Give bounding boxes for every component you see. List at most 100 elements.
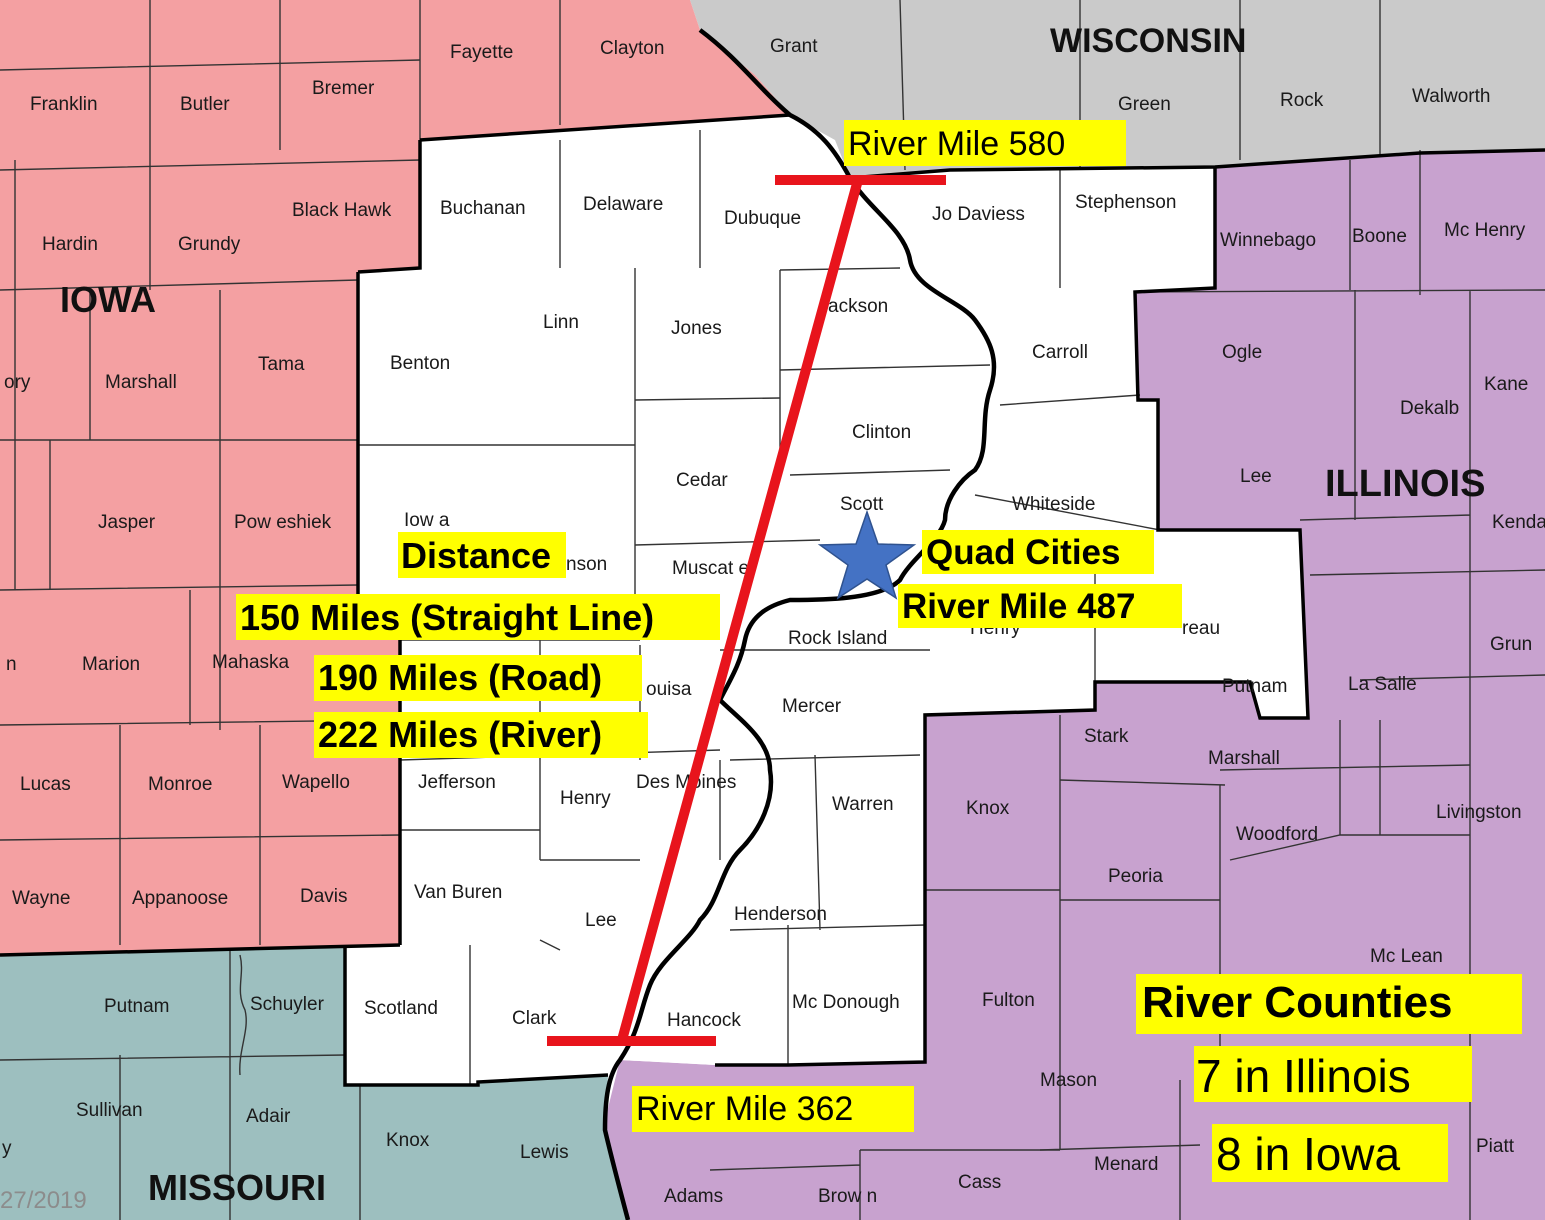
county-label: nson <box>566 554 607 575</box>
county-label: Hardin <box>42 234 98 255</box>
iowa-region <box>0 0 790 955</box>
county-label: Mercer <box>782 696 842 717</box>
callout-river-mile-487: River Mile 487 <box>902 587 1135 626</box>
callouts: River Mile 580 River Mile 362 Quad Citie… <box>236 120 1522 1182</box>
county-label: Whiteside <box>1012 494 1095 515</box>
county-label: Peoria <box>1108 866 1163 887</box>
county-label: Benton <box>390 353 450 374</box>
callout-river: 222 Miles (River) <box>318 714 602 755</box>
county-label: Henry <box>560 788 611 809</box>
footer-date: 27/2019 <box>0 1187 87 1214</box>
county-label: Van Buren <box>414 882 502 903</box>
county-label: Marshall <box>1208 748 1280 769</box>
county-label: Warren <box>832 794 894 815</box>
county-label: Lewis <box>520 1142 569 1163</box>
county-label: Lucas <box>20 774 71 795</box>
distance-measure <box>547 175 946 1046</box>
county-label: Jones <box>671 318 722 339</box>
county-label: ory <box>4 372 31 393</box>
county-label: Black Hawk <box>292 200 392 221</box>
county-label: Hancock <box>667 1010 741 1031</box>
county-label: Grun <box>1490 634 1532 655</box>
county-label: Stark <box>1084 726 1129 747</box>
county-label: Mc Lean <box>1370 946 1443 967</box>
county-label: Clinton <box>852 422 911 443</box>
county-label: Menard <box>1094 1154 1158 1175</box>
county-label: Wapello <box>282 772 350 793</box>
county-label: Mc Henry <box>1444 220 1526 241</box>
county-label: Kane <box>1484 374 1528 395</box>
county-label: Delaware <box>583 194 663 215</box>
county-label: Dekalb <box>1400 398 1459 419</box>
callout-distance-title: Distance <box>401 535 551 576</box>
star-icon <box>817 509 917 600</box>
county-label: Appanoose <box>132 888 228 909</box>
county-label: Knox <box>966 798 1010 819</box>
state-label-iowa: IOWA <box>60 279 156 320</box>
county-label: Boone <box>1352 226 1407 247</box>
county-label: ackson <box>828 296 888 317</box>
county-label: Green <box>1118 94 1171 115</box>
county-label: Henderson <box>734 904 827 925</box>
county-label: Lee <box>1240 466 1272 487</box>
county-label: Lee <box>585 910 617 931</box>
county-label: Brow n <box>818 1186 877 1207</box>
county-label: Winnebago <box>1220 230 1316 251</box>
state-label-missouri: MISSOURI <box>148 1167 326 1208</box>
county-label: Jefferson <box>418 772 496 793</box>
county-label: Muscat e <box>672 558 749 579</box>
county-label: n <box>6 654 17 675</box>
callout-river-mile-362: River Mile 362 <box>636 1090 853 1128</box>
callout-river-counties-title: River Counties <box>1142 978 1453 1027</box>
county-label: Putnam <box>1222 676 1287 697</box>
county-label: Mason <box>1040 1070 1097 1091</box>
callout-road: 190 Miles (Road) <box>318 657 602 698</box>
county-label: Piatt <box>1476 1136 1515 1157</box>
callout-iowa-count: 8 in Iowa <box>1216 1128 1401 1180</box>
county-label: Franklin <box>30 94 98 115</box>
state-label-wisconsin: WISCONSIN <box>1050 22 1246 60</box>
county-label: Rock Island <box>788 628 887 649</box>
county-labels: Fayette Clayton Grant Green Rock Walwort… <box>2 36 1545 1207</box>
county-label: Davis <box>300 886 348 907</box>
county-label: Butler <box>180 94 230 115</box>
county-label: Woodford <box>1236 824 1318 845</box>
county-label: Putnam <box>104 996 169 1017</box>
county-label: Adams <box>664 1186 723 1207</box>
county-label: Linn <box>543 312 579 333</box>
county-label: Ogle <box>1222 342 1262 363</box>
illinois-region <box>605 150 1545 1220</box>
county-label: Tama <box>258 354 305 375</box>
county-label: Cass <box>958 1172 1001 1193</box>
county-label: Scotland <box>364 998 438 1019</box>
county-label: Knox <box>386 1130 430 1151</box>
county-label: Pow eshiek <box>234 512 332 533</box>
county-label: Grant <box>770 36 818 57</box>
state-labels: IOWA ILLINOIS WISCONSIN MISSOURI <box>60 22 1485 1208</box>
county-label: Iow a <box>404 510 450 531</box>
state-borders <box>0 113 1545 1087</box>
county-label: Cedar <box>676 470 728 491</box>
county-label: Clark <box>512 1008 557 1029</box>
missouri-region <box>0 948 628 1220</box>
county-label: Des Moines <box>636 772 736 793</box>
county-label: Livingston <box>1436 802 1522 823</box>
county-label: Schuyler <box>250 994 325 1015</box>
county-label: Kenda <box>1492 512 1545 533</box>
county-label: Adair <box>246 1106 291 1127</box>
county-label: Clayton <box>600 38 664 59</box>
county-label: Carroll <box>1032 342 1088 363</box>
county-label: Dubuque <box>724 208 801 229</box>
state-label-illinois: ILLINOIS <box>1325 463 1485 505</box>
measure-line <box>617 178 863 1042</box>
county-label: Fulton <box>982 990 1035 1011</box>
county-label: reau <box>1182 618 1220 639</box>
county-label: Walworth <box>1412 86 1490 107</box>
county-label: y <box>2 1138 12 1159</box>
callout-straight-line: 150 Miles (Straight Line) <box>240 597 654 638</box>
callout-river-mile-580: River Mile 580 <box>848 125 1065 163</box>
county-label: Wayne <box>12 888 70 909</box>
